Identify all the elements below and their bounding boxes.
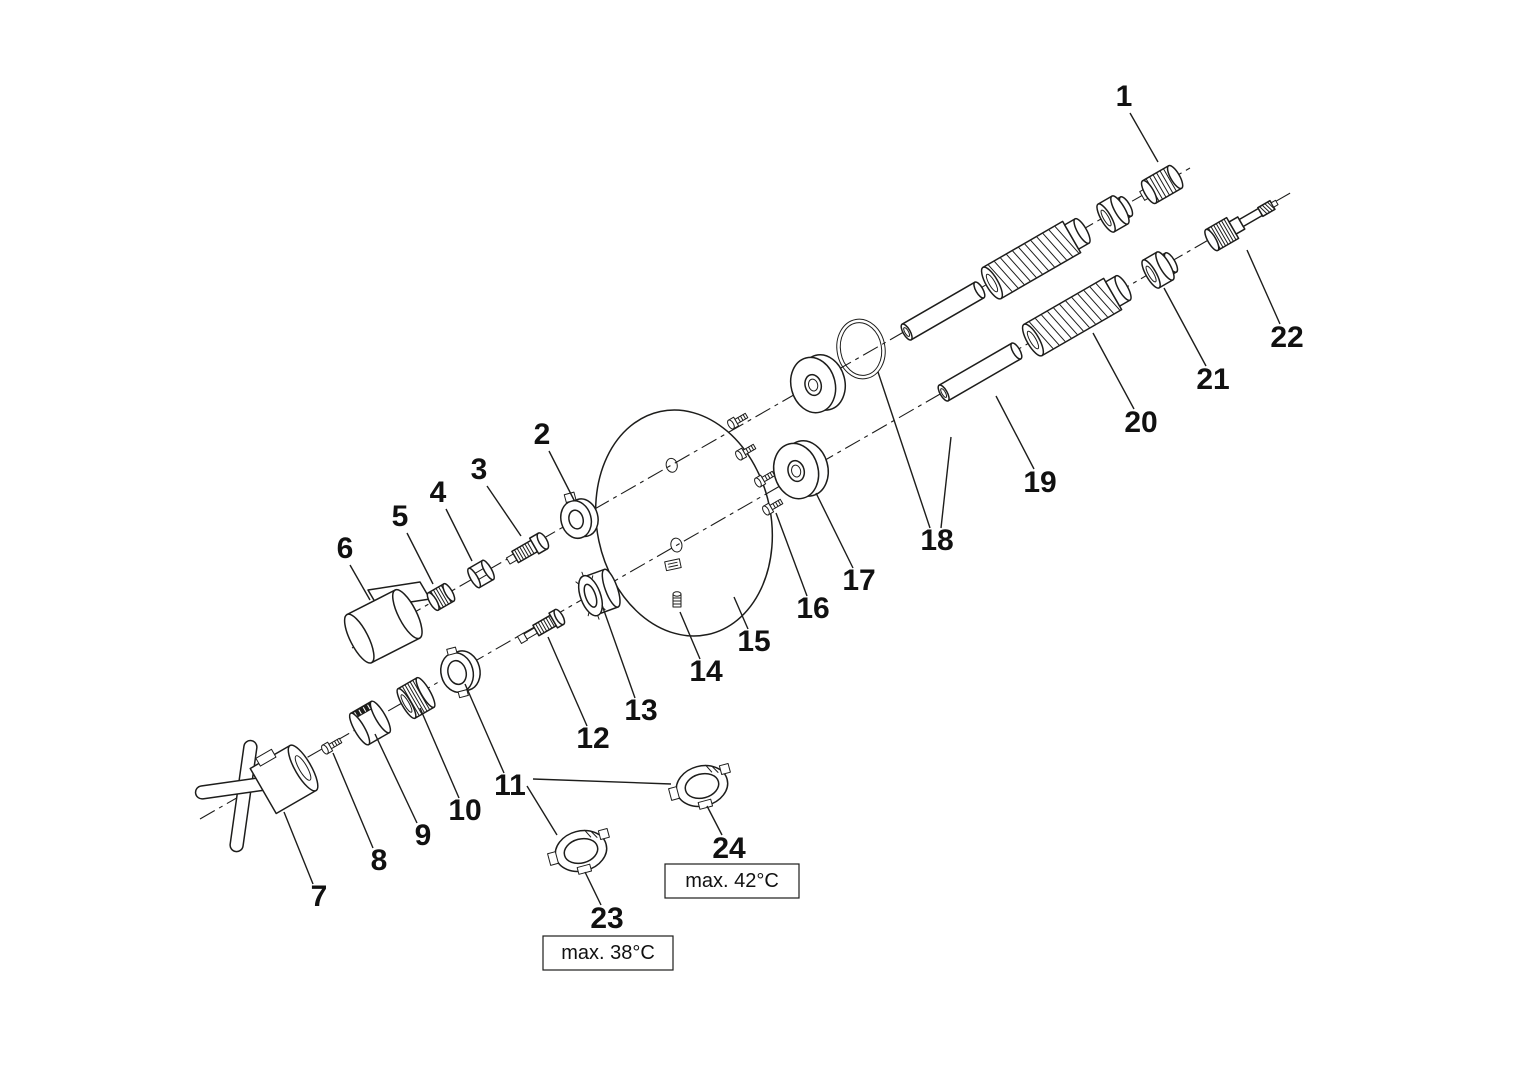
- part-label-7: 7: [311, 880, 328, 913]
- part-9-adjust-dial: [348, 700, 392, 746]
- part-label-18: 18: [920, 524, 953, 557]
- part-label-8: 8: [371, 844, 388, 877]
- part-label-17: 17: [842, 564, 875, 597]
- part-label-5: 5: [392, 500, 409, 533]
- part-21-nut: [1137, 245, 1184, 292]
- part-12-spindle: [516, 608, 566, 644]
- part-22-spindle-extension: [1204, 199, 1279, 252]
- part-label-14: 14: [689, 655, 723, 688]
- part-17-washer-lower: [766, 434, 836, 505]
- part-label-16: 16: [796, 592, 829, 625]
- part-21-nut-upper: [1092, 189, 1139, 236]
- part-6-handle: [343, 588, 423, 664]
- part-4-hex-nut: [467, 559, 495, 589]
- part-20-sleeve-upper: [977, 212, 1096, 303]
- part-2-escutcheon: [560, 491, 599, 540]
- part-label-4: 4: [430, 476, 447, 509]
- part-20-sleeve: [1018, 269, 1137, 360]
- part-label-20: 20: [1124, 406, 1157, 439]
- part-8-screw: [319, 735, 344, 756]
- part-label-11: 11: [494, 769, 526, 802]
- leader-lines: [283, 112, 1281, 906]
- part-label-21: 21: [1196, 363, 1229, 396]
- part-label-19: 19: [1023, 466, 1056, 499]
- part-label-13: 13: [624, 694, 657, 727]
- part-label-3: 3: [471, 453, 488, 486]
- part-19-tube: [935, 340, 1025, 404]
- part-7-cross-bar-vertical: [229, 739, 258, 853]
- part-18-o-ring: [836, 318, 886, 380]
- part-label-15: 15: [737, 625, 770, 658]
- part-15-cover-plate: [594, 409, 774, 637]
- part-label-9: 9: [415, 819, 432, 852]
- part-17-washer-upper: [783, 348, 853, 419]
- part-label-2: 2: [534, 418, 551, 451]
- part-10-knurled-cap: [396, 676, 436, 720]
- note-max-38: max. 38°C: [542, 935, 674, 971]
- part-label-12: 12: [576, 722, 609, 755]
- part-label-6: 6: [337, 532, 354, 565]
- part-label-10: 10: [448, 794, 481, 827]
- note-max-42: max. 42°C: [664, 863, 800, 899]
- part-11-flange-ring: [440, 646, 481, 699]
- part-5-adapter: [426, 582, 456, 612]
- note-max-42-text: max. 42°C: [685, 870, 779, 892]
- part-14-grub-screw: [672, 591, 682, 608]
- part-label-24: 24: [712, 832, 746, 865]
- part-24-limit-ring: [664, 757, 739, 817]
- note-max-38-text: max. 38°C: [561, 942, 655, 964]
- part-1-cartridge: [1139, 164, 1184, 205]
- part-13-adapter-ring: [575, 568, 621, 620]
- part-label-22: 22: [1270, 321, 1303, 354]
- part-7-cross-handle-hub: [249, 744, 319, 815]
- part-3-spindle: [505, 532, 550, 565]
- part-label-1: 1: [1116, 80, 1133, 113]
- part-19-tube-upper: [898, 279, 988, 343]
- part-label-23: 23: [590, 902, 623, 935]
